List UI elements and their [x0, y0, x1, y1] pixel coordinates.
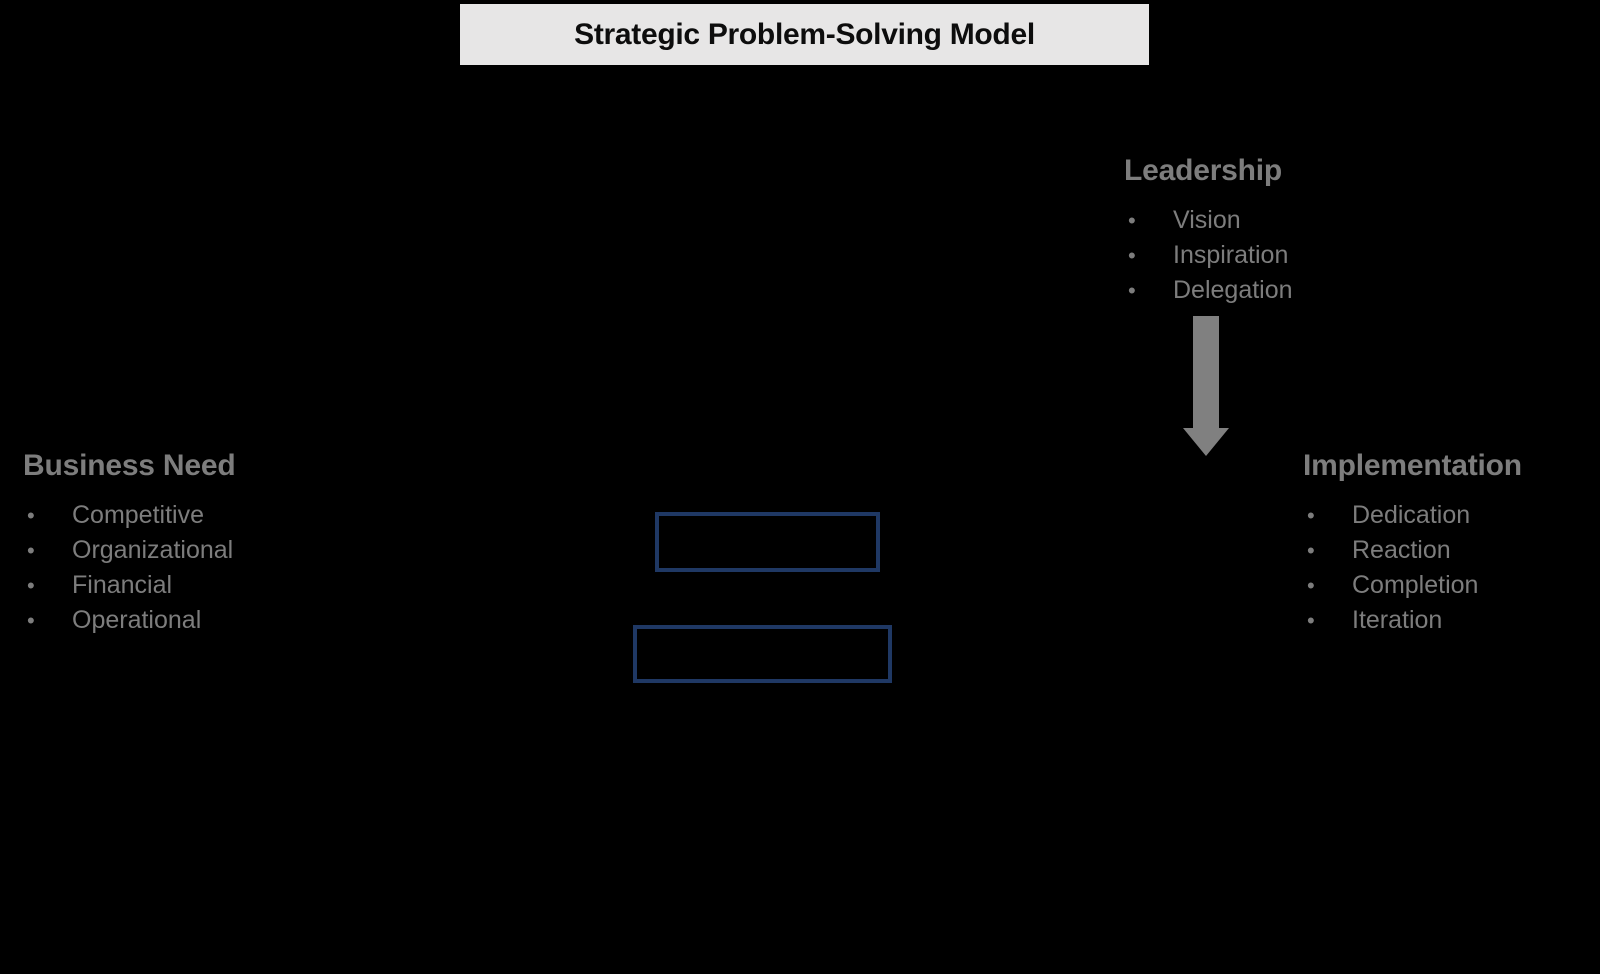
bullet-icon: • [1307, 608, 1315, 633]
down-arrow-icon [1183, 316, 1229, 456]
list-item-label: Operational [72, 606, 202, 634]
model-box-bottom [633, 625, 892, 683]
bullet-icon: • [1307, 503, 1315, 528]
list-item-label: Financial [72, 571, 173, 599]
list-item: • Organizational [23, 533, 235, 568]
bullet-icon: • [27, 503, 35, 528]
list-item: • Vision [1124, 203, 1293, 238]
list-item-label: Competitive [72, 501, 204, 529]
bullet-icon: • [27, 538, 35, 563]
list-item-label: Dedication [1352, 501, 1471, 529]
list-item: • Operational [23, 603, 235, 638]
page-title: Strategic Problem-Solving Model [574, 17, 1035, 51]
bullet-icon: • [1128, 278, 1136, 303]
business-need-heading: Business Need [23, 449, 236, 482]
list-item-label: Delegation [1173, 276, 1293, 304]
model-box-top [655, 512, 880, 572]
list-item: • Dedication [1303, 498, 1522, 533]
list-item-label: Reaction [1352, 536, 1451, 564]
bullet-icon: • [1307, 538, 1315, 563]
bullet-icon: • [1128, 208, 1136, 233]
implementation-section: Implementation • Dedication • Reaction • Comp… [1303, 446, 1522, 638]
list-item: • Delegation [1124, 273, 1293, 308]
leadership-list: • Vision • Inspiration • Delegation [1124, 203, 1293, 308]
business-need-list: • Competitive • Organizational • Financial • Op… [23, 498, 235, 638]
list-item-label: Iteration [1352, 606, 1443, 634]
list-item: • Financial [23, 568, 235, 603]
implementation-list: • Dedication • Reaction • Completion • Iteratio… [1303, 498, 1522, 638]
list-item: • Iteration [1303, 603, 1522, 638]
list-item-label: Organizational [72, 536, 234, 564]
list-item: • Reaction [1303, 533, 1522, 568]
leadership-heading: Leadership [1124, 154, 1283, 187]
title-banner: Strategic Problem-Solving Model [460, 4, 1149, 65]
list-item: • Completion [1303, 568, 1522, 603]
leadership-section: Leadership • Vision • Inspiration • Delegatio… [1124, 151, 1293, 308]
business-need-section: Business Need • Competitive • Organizationa… [23, 446, 236, 638]
list-item: • Competitive [23, 498, 235, 533]
bullet-icon: • [1307, 573, 1315, 598]
implementation-heading: Implementation [1303, 449, 1522, 482]
list-item: • Inspiration [1124, 238, 1293, 273]
bullet-icon: • [27, 608, 35, 633]
bullet-icon: • [27, 573, 35, 598]
list-item-label: Completion [1352, 571, 1479, 599]
list-item-label: Inspiration [1173, 241, 1289, 269]
bullet-icon: • [1128, 243, 1136, 268]
list-item-label: Vision [1173, 206, 1241, 234]
